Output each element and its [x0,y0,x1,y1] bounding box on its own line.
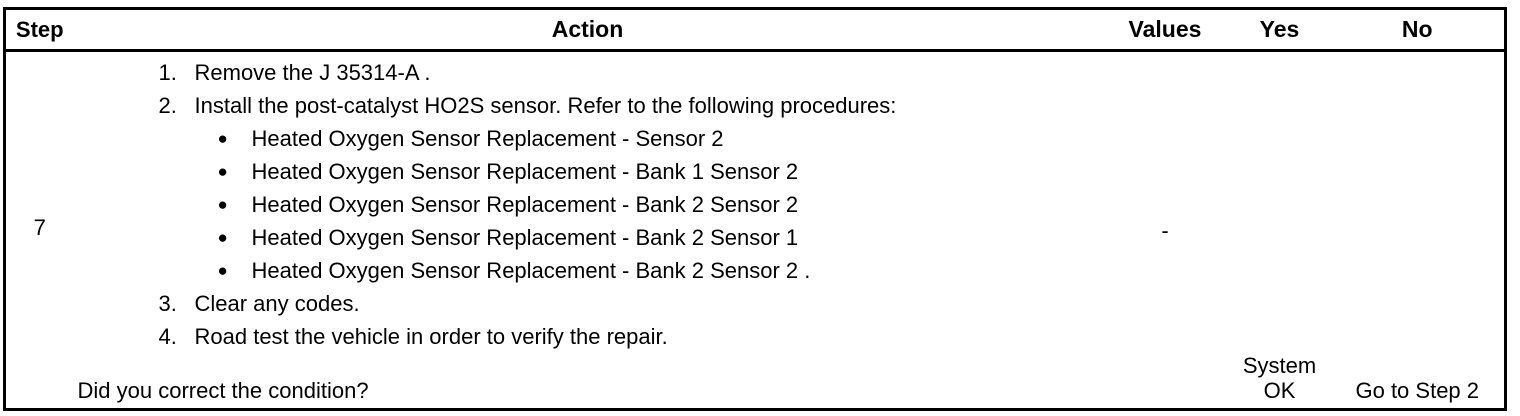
procedure-bullet-list: ● Heated Oxygen Sensor Replacement - Sen… [74,127,1102,282]
table-header-row: Step Action Values Yes No [4,8,1506,52]
step-number-value: 7 [33,215,46,240]
yes-result-line1: System [1242,353,1317,378]
list-marker: 2. [158,93,177,118]
list-marker: 1. [158,60,177,85]
column-header-step: Step [4,8,74,52]
list-item: ● Heated Oxygen Sensor Replacement - Ban… [74,259,1102,282]
action-step-2: 2. Install the post-catalyst HO2S sensor… [74,94,1102,117]
values-value: - [1161,218,1169,243]
table-row: 7 1. Remove the J 35314-A . 2. Install t… [4,50,1506,410]
bullet-dot-icon: ● [217,195,228,214]
bullet-item-text: Heated Oxygen Sensor Replacement - Bank … [251,225,799,250]
list-item: ● Heated Oxygen Sensor Replacement - Ban… [74,160,1102,183]
diagnostic-procedure-table: Step Action Values Yes No 7 1. Remove th… [3,7,1507,411]
bullet-dot-icon: ● [217,228,228,247]
bullet-item-text: Heated Oxygen Sensor Replacement - Bank … [251,258,811,283]
action-step-4: 4. Road test the vehicle in order to ver… [74,325,1102,348]
list-marker: 4. [158,324,177,349]
bullet-item-text: Heated Oxygen Sensor Replacement - Bank … [251,159,799,184]
no-result: Go to Step 2 [1355,378,1480,403]
cell-values: - [1101,50,1229,410]
list-item-text: Remove the J 35314-A . [194,60,431,85]
yes-result: System OK [1229,353,1331,403]
cell-yes: System OK [1228,50,1331,410]
list-item: ● Heated Oxygen Sensor Replacement - Ban… [74,193,1102,216]
action-step-1: 1. Remove the J 35314-A . [74,61,1102,84]
list-item: ● Heated Oxygen Sensor Replacement - Sen… [74,127,1102,150]
cell-step-number: 7 [4,50,74,410]
yes-result-line2: OK [1263,378,1296,403]
bullet-dot-icon: ● [217,261,228,280]
action-step-3: 3. Clear any codes. [74,292,1102,315]
column-header-yes: Yes [1228,8,1331,52]
column-header-values: Values [1101,8,1229,52]
action-content: 1. Remove the J 35314-A . 2. Install the… [74,52,1102,348]
list-marker: 3. [158,291,177,316]
list-item-text: Road test the vehicle in order to verify… [194,324,668,349]
list-item-text: Install the post-catalyst HO2S sensor. R… [194,93,897,118]
bullet-dot-icon: ● [217,162,228,181]
cell-no: Go to Step 2 [1330,50,1506,410]
list-item-text: Clear any codes. [194,291,360,316]
column-header-no: No [1330,8,1506,52]
action-question: Did you correct the condition? [77,378,369,403]
column-header-action: Action [73,8,1102,52]
bullet-item-text: Heated Oxygen Sensor Replacement - Senso… [251,126,724,151]
bullet-dot-icon: ● [217,129,228,148]
bullet-item-text: Heated Oxygen Sensor Replacement - Bank … [251,192,799,217]
cell-action: 1. Remove the J 35314-A . 2. Install the… [73,50,1102,410]
list-item: ● Heated Oxygen Sensor Replacement - Ban… [74,226,1102,249]
